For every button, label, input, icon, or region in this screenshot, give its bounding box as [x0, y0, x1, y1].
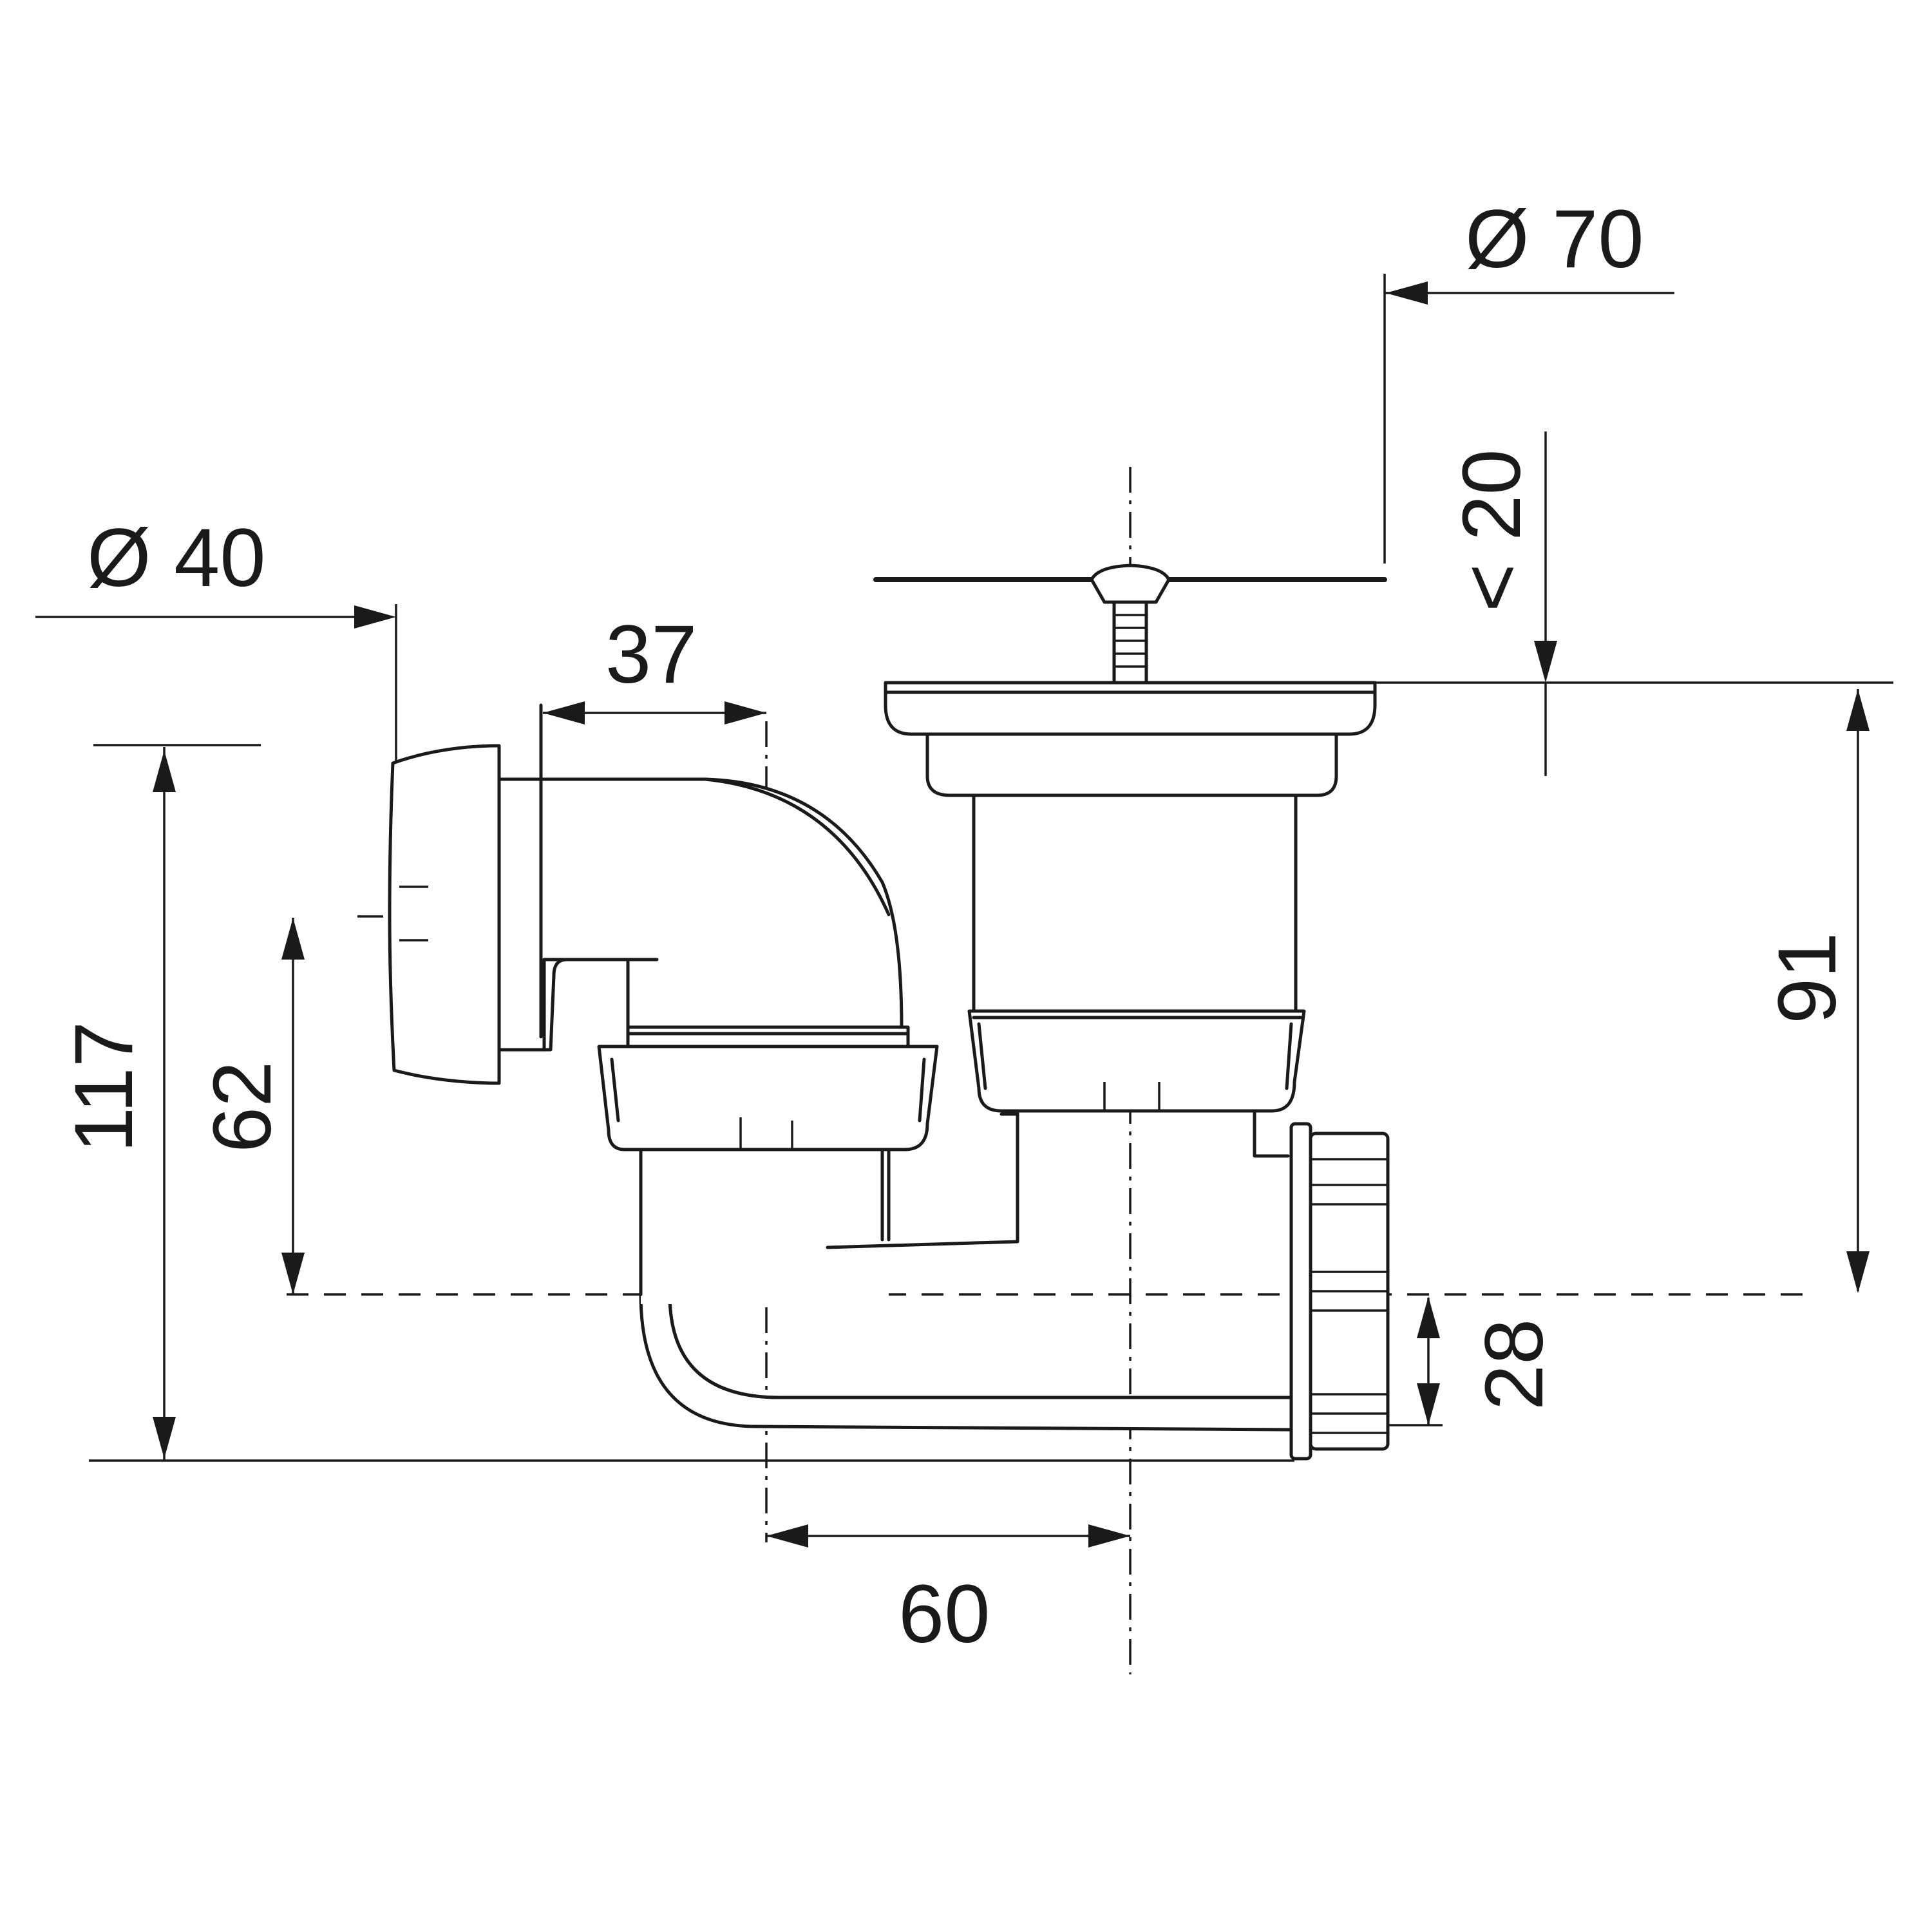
dimension-outlet-to-trap: 37: [543, 609, 766, 724]
waste-outlet-elbow: [388, 703, 904, 1085]
dimension-strainer-diameter: Ø 70: [1383, 193, 1674, 564]
screw-thread: [1114, 614, 1146, 668]
dimension-max-thickness: < 20: [1446, 431, 1557, 776]
dimension-outlet-height: 28: [1388, 1296, 1560, 1426]
dimension-strainer-height: 91: [1375, 681, 1893, 1293]
dimension-label-max-thickness: < 20: [1446, 449, 1538, 612]
dimension-inlet-height: 62: [196, 918, 305, 1294]
dimension-label-strainer-diameter: Ø 70: [1465, 193, 1644, 285]
strainer-body: [884, 681, 1377, 1158]
dimension-trap-to-strainer: 60: [766, 1524, 1130, 1660]
dimension-label-outlet-diameter: Ø 40: [87, 512, 266, 604]
dimension-label-outlet-to-trap: 37: [605, 609, 697, 701]
dimension-label-inlet-height: 62: [196, 1061, 289, 1153]
dimension-total-height: 117: [58, 744, 1294, 1462]
side-outlet-nut: [1289, 1122, 1390, 1461]
dimension-label-outlet-height: 28: [1468, 1319, 1560, 1410]
dimension-label-strainer-height: 91: [1761, 933, 1853, 1024]
dimension-label-trap-to-strainer: 60: [898, 1568, 990, 1660]
strainer-cover: [873, 564, 1387, 685]
trap-body: [597, 1025, 1293, 1432]
dimension-label-total-height: 117: [58, 1021, 150, 1153]
dimension-outlet-diameter: Ø 40: [35, 512, 397, 763]
